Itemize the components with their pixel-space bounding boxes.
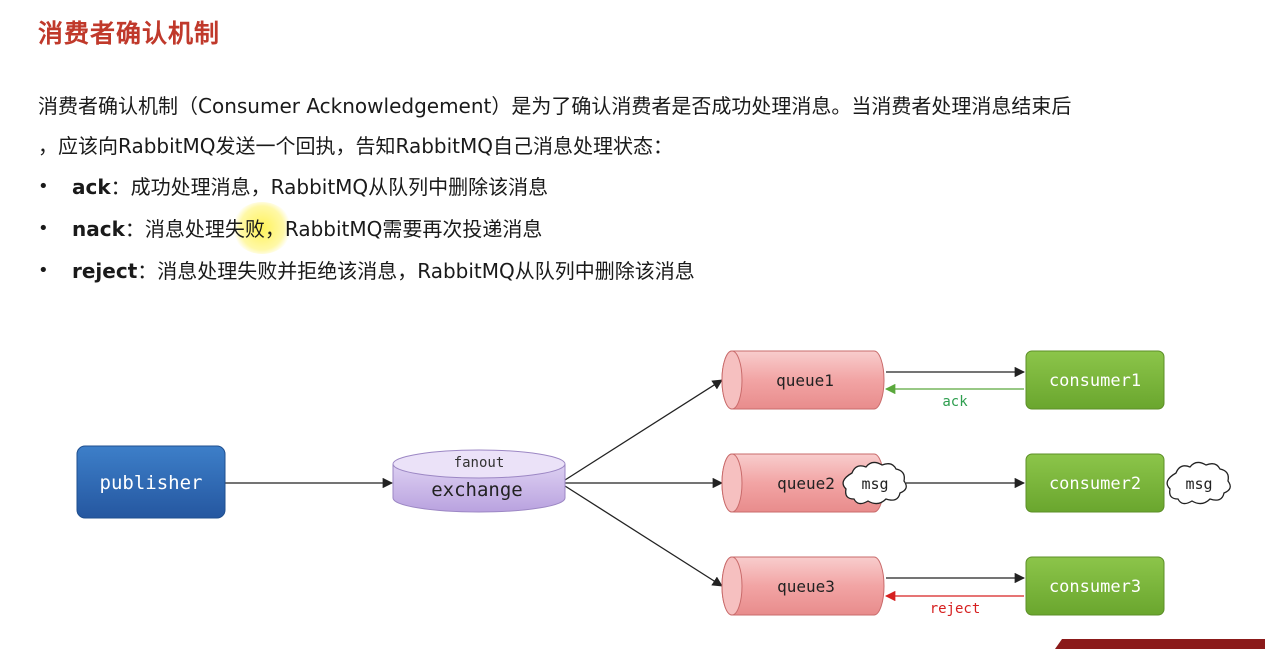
desc-reject: 消息处理失败并拒绝该消息，RabbitMQ从队列中删除该消息 <box>157 259 695 283</box>
term-ack: ack <box>72 175 111 199</box>
term-separator: ： <box>110 175 131 199</box>
msg-label: msg <box>1185 475 1212 493</box>
list-item-ack: • ack：成功处理消息，RabbitMQ从队列中删除该消息 <box>38 166 695 208</box>
list-item-nack: • nack：消息处理失败，RabbitMQ需要再次投递消息 <box>38 208 695 250</box>
ack-type-list: • ack：成功处理消息，RabbitMQ从队列中删除该消息 • nack：消息… <box>38 166 695 292</box>
term-nack: nack <box>72 217 125 241</box>
term-separator: ： <box>124 217 145 241</box>
ack-flow-diagram: publisher fanout exchange queue1 queue2 … <box>76 350 1231 617</box>
desc-nack: 消息处理失败，RabbitMQ需要再次投递消息 <box>144 217 543 241</box>
intro-line-2: ，应该向RabbitMQ发送一个回执，告知RabbitMQ自己消息处理状态： <box>38 134 673 158</box>
exchange-type-label: fanout <box>454 455 505 471</box>
queue1-label: queue1 <box>776 371 834 390</box>
corner-banner <box>1055 639 1265 649</box>
publisher-label: publisher <box>100 472 203 494</box>
queue1-node: queue1 <box>721 350 885 410</box>
intro-paragraph: 消费者确认机制（Consumer Acknowledgement）是为了确认消费… <box>38 86 1228 166</box>
msg-cloud-icon: msg <box>1166 461 1231 505</box>
consumer3-label: consumer3 <box>1049 577 1141 597</box>
msg-cloud-icon: msg <box>842 461 907 505</box>
ack-label: ack <box>942 394 968 410</box>
arrow-exchange-queue3 <box>564 485 723 587</box>
term-separator: ： <box>137 259 158 283</box>
consumer1-node: consumer1 <box>1025 350 1165 410</box>
desc-ack: 成功处理消息，RabbitMQ从队列中删除该消息 <box>130 175 549 199</box>
queue2-label: queue2 <box>777 474 835 493</box>
bullet-dot-icon: • <box>38 218 49 239</box>
list-item-reject: • reject：消息处理失败并拒绝该消息，RabbitMQ从队列中删除该消息 <box>38 250 695 292</box>
arrow-exchange-queue1 <box>564 379 723 481</box>
publisher-node: publisher <box>76 445 226 519</box>
reject-label: reject <box>930 601 981 617</box>
consumer2-node: consumer2 <box>1025 453 1165 513</box>
consumer1-label: consumer1 <box>1049 371 1141 391</box>
page-title: 消费者确认机制 <box>38 19 221 48</box>
cursor-highlight <box>232 202 292 254</box>
bullet-dot-icon: • <box>38 260 49 281</box>
exchange-label: exchange <box>431 479 523 501</box>
msg-label: msg <box>861 475 888 493</box>
queue2-node: queue2 <box>721 453 885 513</box>
queue3-label: queue3 <box>777 577 835 596</box>
term-reject: reject <box>72 259 138 283</box>
queue3-node: queue3 <box>721 556 885 616</box>
exchange-node: fanout exchange <box>392 449 566 513</box>
intro-line-1: 消费者确认机制（Consumer Acknowledgement）是为了确认消费… <box>38 94 1072 118</box>
consumer3-node: consumer3 <box>1025 556 1165 616</box>
consumer2-label: consumer2 <box>1049 474 1141 494</box>
bullet-dot-icon: • <box>38 176 49 197</box>
